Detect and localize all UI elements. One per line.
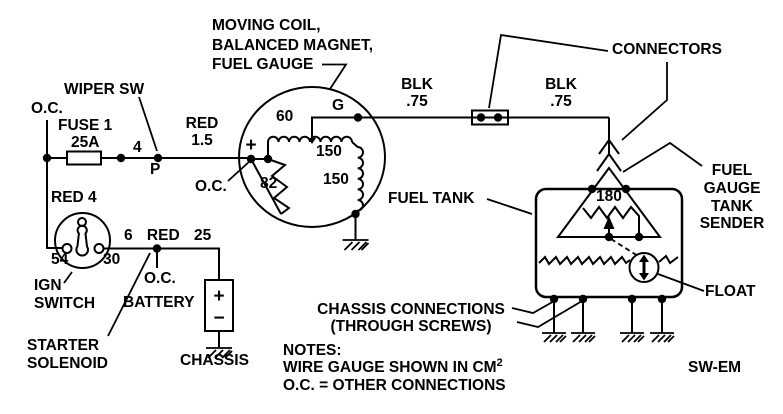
- ignition-switch: [54, 212, 111, 269]
- coil-60-label: 60: [276, 108, 294, 125]
- series-coil: [351, 141, 364, 215]
- wiper-arrow: [603, 216, 615, 229]
- fuel-surface: [538, 254, 679, 266]
- connectors-leader-1: [488, 33, 609, 109]
- float-label: FLOAT: [705, 283, 756, 300]
- junction-dots: [42, 113, 667, 304]
- notes-oc: O.C. = OTHER CONNECTIONS: [283, 377, 506, 394]
- wires: [46, 116, 610, 347]
- battery-minus-symbol: −: [213, 308, 225, 329]
- red4-label: RED 4: [51, 189, 97, 206]
- gauge-title: MOVING COIL, BALANCED MAGNET, FUEL GAUGE: [212, 17, 374, 73]
- key-slot: [75, 224, 89, 257]
- float-leader: [657, 273, 705, 292]
- fuel-tank: [534, 187, 684, 299]
- fuse-name-label: FUSE 1: [58, 117, 113, 134]
- signature: SW-EM: [688, 359, 742, 376]
- starter-solenoid-label: STARTER SOLENOID: [27, 337, 108, 372]
- resistor-82: [267, 158, 291, 215]
- oc-top-label: O.C.: [31, 100, 63, 117]
- oc-junction-label: O.C.: [144, 270, 176, 287]
- notes-wire-gauge: WIRE GAUGE SHOWN IN CM2: [283, 357, 503, 376]
- chassis-conn-leader-2: [516, 300, 583, 328]
- balance-coil: [267, 135, 353, 143]
- wire-gauge-4-label: 4: [133, 139, 142, 156]
- sender-resistor: [582, 205, 640, 237]
- wiper-sw-leader: [138, 96, 158, 152]
- tank-sender: [556, 166, 662, 257]
- sender-leader: [622, 141, 703, 173]
- fuel-gauge: [238, 86, 386, 228]
- wire-6-red-25-label: 6 RED 25: [124, 227, 212, 244]
- bullet-connector: [596, 138, 622, 172]
- blk-wire-label-1: BLK .75: [401, 76, 433, 110]
- wiper-sw-label: WIPER SW: [64, 81, 145, 98]
- notes-title: NOTES:: [283, 342, 342, 359]
- connectors-label: CONNECTORS: [612, 41, 722, 58]
- float: [628, 252, 660, 283]
- fuse: [66, 150, 102, 166]
- tap-arrow: [308, 138, 316, 144]
- chassis-conn-leader-1: [511, 299, 557, 314]
- terminal-g-label: G: [332, 97, 345, 114]
- sender-resistance-label: 180: [596, 188, 622, 205]
- oc-gauge-label: O.C.: [195, 178, 227, 195]
- oc-gauge-leader: [227, 160, 251, 182]
- sender-label: FUEL GAUGE TANK SENDER: [699, 162, 765, 233]
- blk-wire-label-2: BLK .75: [545, 76, 577, 110]
- chassis-connections-label: CHASSIS CONNECTIONS (THROUGH SCREWS): [317, 301, 505, 335]
- connectors-leader-2: [621, 62, 668, 141]
- battery-label: BATTERY: [123, 294, 195, 311]
- fuel-tank-leader: [486, 198, 533, 215]
- chassis-screws: [553, 299, 663, 333]
- coil-150-upper-label: 150: [316, 143, 342, 160]
- terminal-p-label: P: [150, 161, 161, 178]
- gauge-plus-terminal: +: [245, 135, 257, 156]
- gauge-title-leader: [322, 63, 348, 90]
- battery-plus-symbol: +: [213, 286, 225, 307]
- battery: [204, 279, 234, 332]
- ign-switch-label: IGN SWITCH: [34, 277, 96, 312]
- leader-lines: [63, 33, 705, 337]
- chassis-label: CHASSIS: [180, 352, 249, 369]
- resistor-82-label: 82: [260, 175, 278, 192]
- red-wire-label: RED 1.5: [185, 115, 219, 149]
- starter-leader: [107, 252, 151, 337]
- ground-symbols: [206, 239, 675, 359]
- coil-150-lower-label: 150: [323, 171, 349, 188]
- float-arm: [610, 238, 639, 257]
- terminal-30-label: 30: [103, 251, 121, 268]
- fuel-tank-label: FUEL TANK: [388, 190, 475, 207]
- box-connector: [471, 109, 509, 126]
- terminal-54-label: 54: [51, 251, 69, 268]
- ign-leader: [63, 271, 73, 284]
- fuse-rating-label: 25A: [71, 134, 100, 151]
- superscript-2: 2: [496, 357, 503, 369]
